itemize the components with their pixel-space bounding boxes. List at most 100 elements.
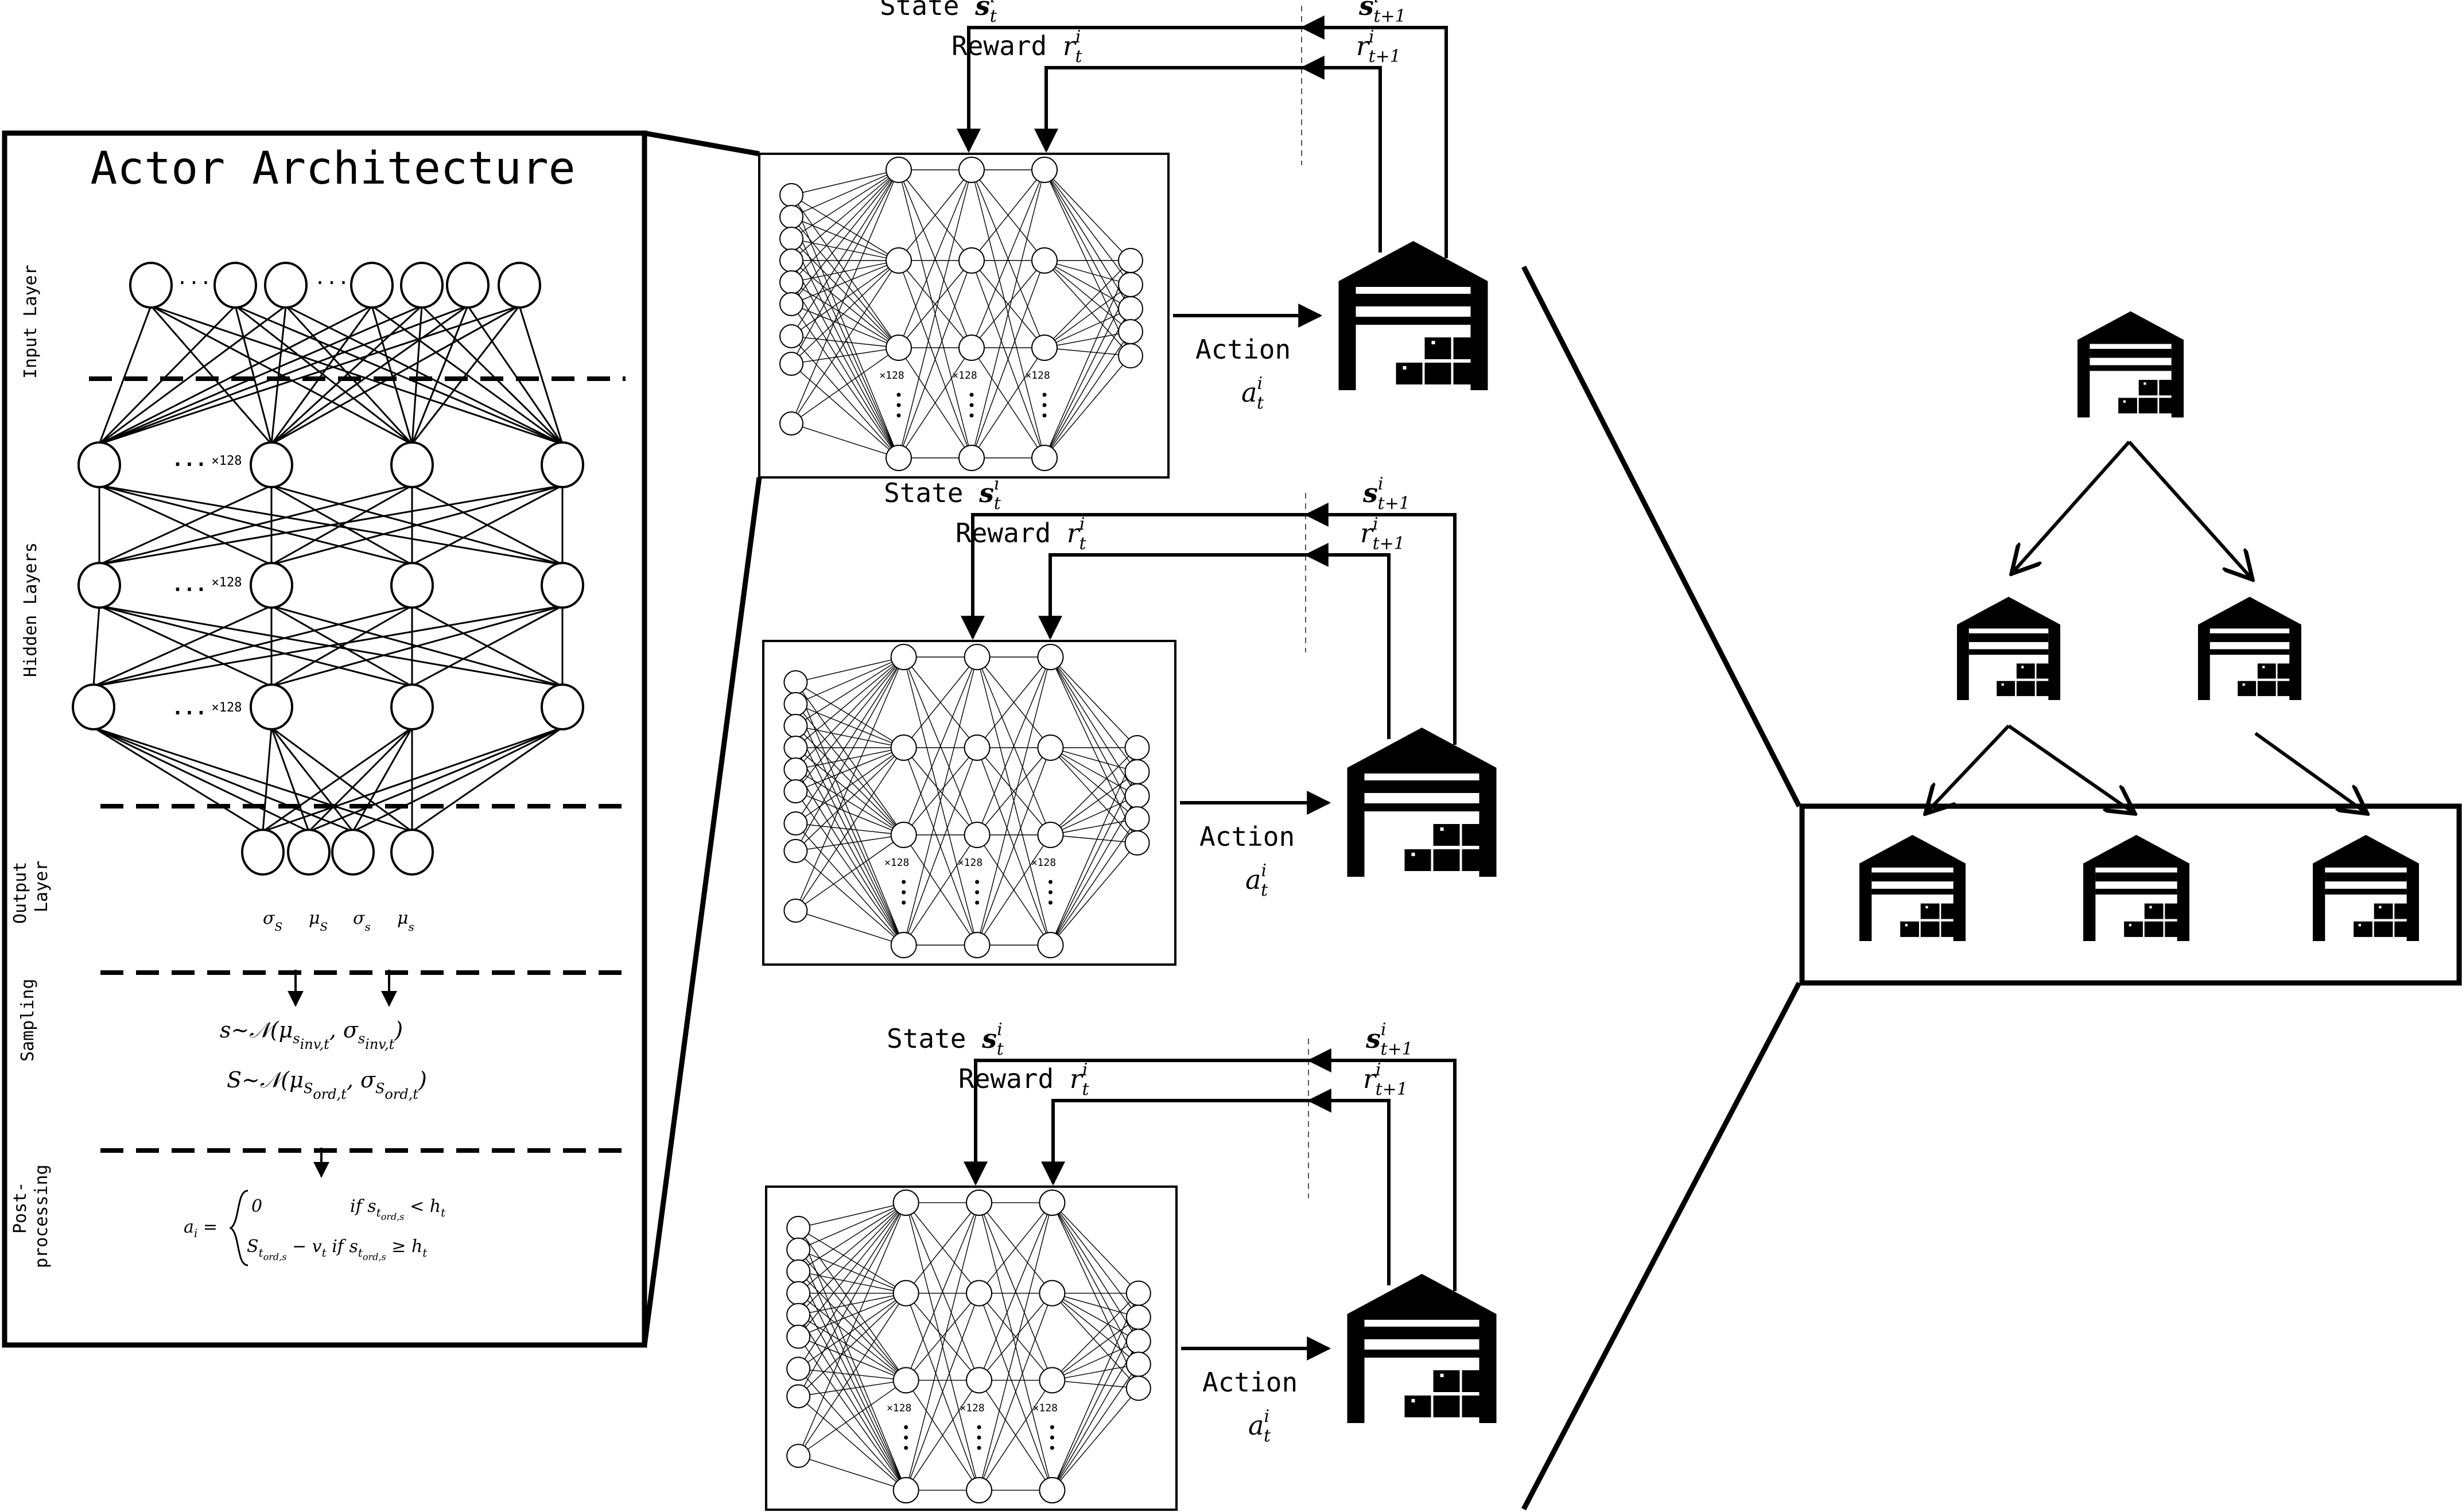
connection: [98, 305, 236, 445]
connection: [795, 747, 904, 852]
connection: [795, 823, 904, 946]
connection: [411, 305, 469, 445]
connection: [791, 169, 899, 283]
warehouse-icon: [1957, 597, 2060, 700]
input-ellipsis-2: ...: [314, 266, 349, 289]
neuron-node: [264, 262, 308, 309]
neuron-node: [1037, 822, 1064, 848]
connection: [903, 656, 978, 946]
neuron-node: [1031, 247, 1058, 274]
svg-text:σS: σS: [263, 908, 282, 934]
connection: [1051, 1387, 1139, 1491]
vertical-dots: [975, 900, 980, 905]
neuron-node: [77, 562, 121, 609]
connection: [1044, 169, 1131, 309]
sampling-eq-inventory: s~𝒩(μsinv,t, σsinv,t): [220, 1017, 403, 1052]
connection: [795, 656, 904, 911]
neuron-node: [1037, 644, 1064, 670]
neuron-node: [966, 1280, 993, 1307]
neuron-node: [541, 683, 584, 730]
neuron-node: [783, 899, 808, 923]
neuron-node: [241, 829, 285, 876]
vertical-dots: [969, 392, 974, 397]
connection: [421, 305, 564, 445]
neuron-node: [1037, 932, 1064, 958]
hidden-width-label: ×128: [958, 857, 983, 869]
connection: [93, 605, 413, 687]
connection: [798, 1336, 907, 1491]
connection: [898, 260, 972, 348]
action-label: Action: [1202, 1367, 1298, 1398]
connection: [798, 1202, 907, 1294]
neuron-node: [541, 441, 584, 488]
warehouse-icon: [2198, 597, 2301, 700]
connection: [1050, 747, 1138, 844]
hidden-width-label: ×128: [1033, 1402, 1058, 1414]
neuron-node: [390, 441, 434, 488]
connection: [795, 656, 904, 726]
connection: [795, 747, 904, 824]
neuron-node: [1039, 1367, 1066, 1394]
next-state-label: sit+1: [1358, 0, 1406, 26]
neuron-node: [287, 829, 331, 876]
neuron-node: [966, 1189, 993, 1216]
neuron-node: [498, 262, 541, 309]
connection: [1044, 169, 1131, 261]
neuron-node: [779, 205, 803, 229]
neuron-node: [966, 1367, 993, 1394]
vertical-dots: [977, 1435, 981, 1440]
connection: [411, 726, 563, 833]
sampling-eq-order: S~𝒩(μSord,t, σSord,t): [227, 1067, 427, 1102]
connection: [795, 725, 904, 748]
neuron-node: [779, 292, 803, 316]
connection: [1050, 656, 1138, 748]
reward-feedback-arrow: [1038, 553, 1391, 739]
neuron-node: [779, 270, 803, 294]
neuron-node: [786, 1324, 811, 1349]
warehouse-icon: [2077, 311, 2184, 418]
connection: [795, 656, 904, 705]
connection: [798, 1202, 907, 1397]
connection: [271, 305, 468, 445]
connection: [798, 1455, 906, 1491]
connection: [798, 1293, 907, 1397]
neuron-node: [77, 441, 121, 488]
post-processing-eq: ai = 0 if stord,s < ht Stord,s − vt if s…: [184, 1190, 446, 1266]
label-post-1: Post-: [10, 1182, 30, 1234]
reward-feedback-arrow: [1034, 66, 1382, 252]
policy-network-frame: [762, 640, 1176, 966]
neuron-node: [1124, 735, 1150, 760]
connection: [791, 260, 899, 305]
connection: [1050, 771, 1138, 946]
connection: [271, 484, 563, 566]
connection: [262, 726, 413, 833]
vertical-dots: [975, 880, 980, 884]
state-feedback-arrow: [964, 1059, 1457, 1291]
neuron-node: [966, 1477, 993, 1504]
neuron-node: [890, 644, 917, 670]
neuron-node: [446, 262, 490, 309]
connection: [798, 1396, 907, 1491]
neuron-node: [1031, 335, 1058, 361]
connection: [1050, 818, 1138, 946]
neuron-node: [890, 822, 917, 848]
label-post-2: processing: [32, 1164, 52, 1268]
connection: [1050, 656, 1138, 772]
actor-panel-frame: [2, 130, 647, 1348]
neuron-node: [783, 670, 808, 694]
actor-architecture-panel: Actor Architecture Input Layer Hidden La…: [2, 130, 762, 1348]
state-feedback-arrow: [961, 513, 1457, 745]
connection: [976, 656, 1051, 946]
svg-text:μS: μS: [309, 908, 328, 934]
connection: [93, 726, 354, 833]
connection: [262, 727, 273, 832]
connection: [791, 169, 899, 424]
connection: [92, 605, 100, 687]
neuron-node: [892, 1477, 919, 1504]
connection: [791, 238, 899, 261]
connection: [795, 747, 904, 792]
neuron-node: [886, 335, 912, 361]
neuron-node: [964, 932, 991, 958]
connection: [798, 1202, 907, 1456]
